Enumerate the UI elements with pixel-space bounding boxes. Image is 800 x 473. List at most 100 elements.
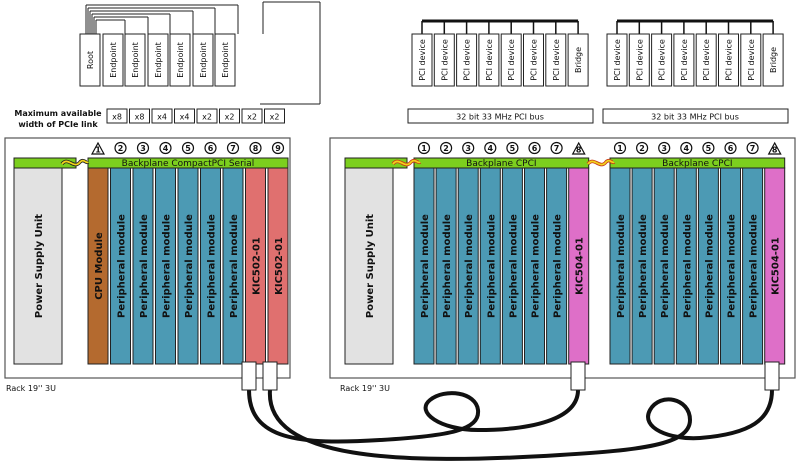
- module-card-label: Peripheral module: [442, 214, 453, 318]
- pci-bus-caption-label: 32 bit 33 MHz PCI bus: [651, 113, 739, 122]
- slot-number: 4: [159, 141, 172, 155]
- backplane-label: Backplane CPCI: [466, 159, 536, 169]
- rack-2-psu: [344, 167, 394, 365]
- backplane-label: Backplane CPCI: [662, 159, 732, 169]
- pcie-link-width-label: x2: [225, 113, 235, 122]
- pci-device-label: PCI device: [418, 39, 427, 81]
- pci-bus-caption: 32 bit 33 MHz PCI bus: [407, 108, 594, 124]
- pcie-link-width-cell: x4: [174, 108, 195, 124]
- ribbon-connectors: [60, 158, 616, 167]
- pci-device-box: PCI device: [606, 33, 628, 87]
- slot-number-label: 2: [118, 144, 124, 153]
- pcie-root-label: Root: [86, 51, 95, 69]
- cables: [247, 388, 774, 461]
- pci-device-box: PCI device: [411, 33, 433, 87]
- module-card-label: Peripheral module: [638, 214, 649, 318]
- pci-device-frame: [545, 33, 567, 87]
- module-card-frame: [177, 167, 199, 365]
- module-card-frame: [222, 167, 244, 365]
- pcie-endpoint-label: Endpoint: [109, 42, 118, 78]
- rack-1-label: Rack 19'' 3U: [6, 384, 56, 393]
- pcie-link-width-cell: x2: [196, 108, 218, 124]
- pci-device-frame: [695, 33, 717, 87]
- slot-number: 4: [680, 141, 693, 155]
- pci-device-label: PCI device: [485, 39, 494, 81]
- module-card-label: Peripheral module: [139, 214, 150, 318]
- slot-number-label: 4: [163, 144, 169, 153]
- slot-number-circle: [702, 141, 715, 155]
- pcie-endpoint-box: Endpoint: [147, 33, 169, 87]
- module-card: Peripheral module: [720, 167, 741, 365]
- module-card: Peripheral module: [609, 167, 631, 365]
- module-card-label: KIC502-01: [252, 237, 263, 295]
- module-card-label: Peripheral module: [508, 214, 519, 318]
- module-card: Peripheral module: [653, 167, 675, 365]
- module-card-label: Peripheral module: [660, 214, 671, 318]
- slot-number: 2: [440, 141, 453, 155]
- pci-bridge-box: Bridge: [567, 33, 589, 87]
- module-card: KIC504-01: [568, 167, 590, 365]
- pci-device-groups: PCI device PCI device PCI device PCI device…: [407, 19, 789, 124]
- slot-number-circle: [506, 141, 519, 155]
- module-card: Peripheral module: [697, 167, 719, 365]
- pcie-link-width-frame: [106, 108, 128, 124]
- pcie-link-width-frame: [196, 108, 218, 124]
- pcie-link-width-label: x2: [270, 113, 280, 122]
- module-card-label: Peripheral module: [420, 214, 431, 318]
- module-card-label: Peripheral module: [229, 214, 240, 318]
- slot-number-label: 6: [208, 144, 214, 153]
- module-card: Peripheral module: [675, 167, 697, 365]
- slot-number-circle: [417, 141, 431, 155]
- pcie-link-width-cell: x4: [151, 108, 173, 124]
- pcie-link-width-frame: [151, 108, 173, 124]
- pcie-endpoint-box: Endpoint: [124, 33, 146, 87]
- pcie-link-width-label: x2: [247, 113, 257, 122]
- racks: Rack 19'' 3U Power Supply Unit Backplane…: [4, 137, 796, 393]
- module-card-frame: [653, 167, 675, 365]
- pci-device-label: PCI device: [507, 39, 516, 81]
- slot-number-label: 6: [728, 144, 734, 153]
- rack-1-psu: [13, 167, 63, 365]
- slot-number-label: 8: [576, 146, 582, 155]
- pci-device-frame: [456, 33, 478, 87]
- slot-number-circle: [528, 141, 541, 155]
- slot-number: 5: [181, 141, 195, 155]
- module-card: Peripheral module: [631, 167, 653, 365]
- module-card: Peripheral module: [546, 167, 568, 365]
- slot-number-circle: [680, 141, 693, 155]
- slot-number-circle: [440, 141, 453, 155]
- pci-device-label: PCI device: [680, 39, 689, 81]
- pci-device-frame: [673, 33, 695, 87]
- slot-number-label: 1: [617, 144, 623, 153]
- pcie-link-width-cell: x8: [106, 108, 128, 124]
- pci-device-label: PCI device: [613, 39, 622, 81]
- pci-device-box: PCI device: [545, 33, 567, 87]
- pci-bus-caption-label: 32 bit 33 MHz PCI bus: [456, 113, 544, 122]
- pci-device-box: PCI device: [478, 33, 500, 87]
- pcie-link-width-cell: x2: [241, 108, 263, 124]
- pci-device-frame: [523, 33, 544, 87]
- system-slot-triangle: [90, 141, 106, 155]
- pcie-endpoint-box: Endpoint: [102, 33, 124, 87]
- module-card-frame: [155, 167, 176, 365]
- pci-bridge-label: Bridge: [574, 47, 583, 73]
- slot-number-circle: [204, 141, 217, 155]
- pcie-link-width-label: x4: [157, 113, 167, 122]
- slot-number: 1: [417, 141, 431, 155]
- slot-number: 6: [204, 141, 217, 155]
- slot-number: 7: [746, 141, 759, 155]
- pcie-endpoint-box: Endpoint: [169, 33, 191, 87]
- pci-device-label: PCI device: [463, 39, 472, 81]
- module-card-frame: [742, 167, 764, 365]
- pcie-link-width-cell: x2: [219, 108, 240, 124]
- module-card-label: KIC504-01: [575, 237, 586, 295]
- pcie-endpoint-box: Endpoint: [214, 33, 236, 87]
- module-card-frame: [110, 167, 131, 365]
- slot-number-label: 1: [95, 146, 101, 155]
- pcie-width-caption-line1: Maximum available: [14, 109, 102, 118]
- pci-device-box: PCI device: [695, 33, 717, 87]
- pcie-width-caption-line2: width of PCIe link: [18, 120, 98, 129]
- pci-device-box: PCI device: [628, 33, 650, 87]
- backplane-bar: [609, 157, 786, 169]
